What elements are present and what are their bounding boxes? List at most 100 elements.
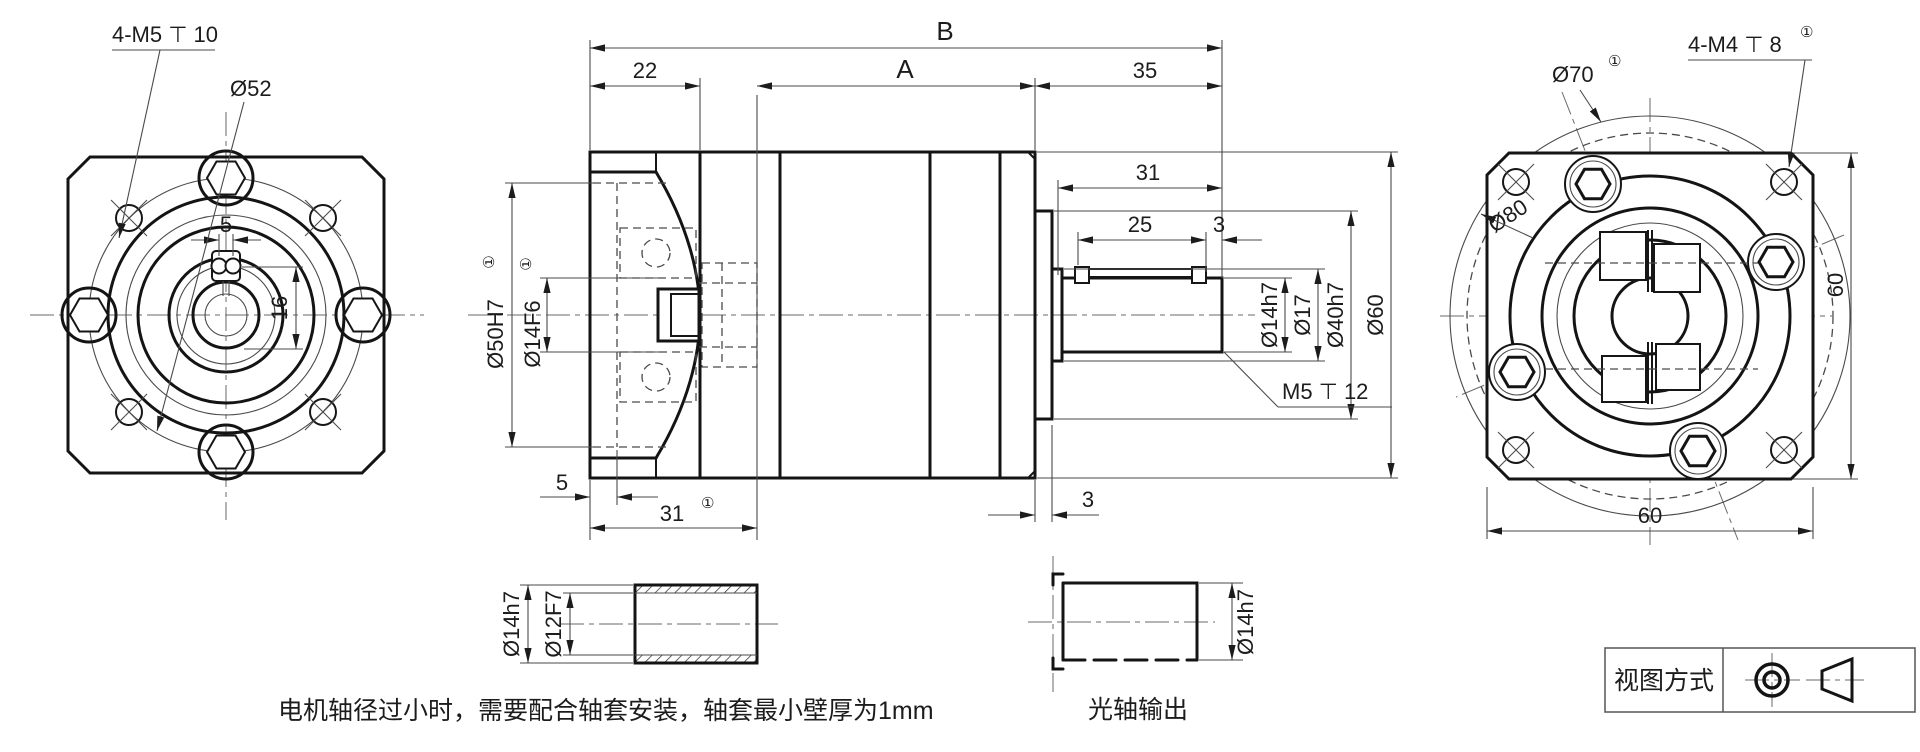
dim-input-length: 22 (590, 58, 701, 150)
dim-flange-height: 60 (1793, 152, 1858, 480)
dim-flange-width: 60 (1486, 487, 1814, 539)
dim-body-length: A (756, 54, 1036, 540)
flange-chamfer (1027, 470, 1036, 479)
dia-label: Ø40h7 (1323, 282, 1348, 348)
flange-chamfer (1027, 151, 1036, 160)
left-view: 5 16 4-M5 ⊤ 10 Ø52 (30, 22, 424, 520)
dim-label: 60 (1823, 273, 1848, 297)
dim-key-length: 25 (1077, 212, 1207, 272)
hex-bolt (334, 286, 392, 344)
dim-key-end: 3 (1213, 212, 1262, 244)
socket-screw (1747, 233, 1805, 291)
housing-circle (1540, 206, 1760, 426)
dia-label: Ø14h7 (1233, 589, 1258, 655)
dim-label: 16 (267, 296, 292, 320)
shaft-detail-caption: 光轴输出 (1088, 696, 1188, 724)
box-border (1604, 647, 1916, 713)
first-angle-projection-icon (1745, 653, 1864, 707)
dim-face-depth: 5 (540, 450, 658, 540)
sleeve-outline (633, 583, 759, 665)
tapped-hole (304, 199, 342, 237)
note-sup: ① (1800, 24, 1813, 41)
corner-hole (1765, 431, 1803, 469)
corner-hole (1497, 163, 1535, 201)
corner-hole (1497, 431, 1535, 469)
sleeve-wall-hatch (636, 655, 756, 662)
dim-label: 35 (1133, 58, 1157, 83)
dim-shaft-length: 31 (1057, 160, 1222, 275)
dim-sleeve-inner: Ø12F7 (541, 590, 633, 658)
dia-label: Ø52 (230, 76, 272, 101)
dim-slot-width: 5 (191, 212, 261, 256)
dim-input-pilot: Ø50H7 ① (481, 182, 600, 448)
thread-label: 4-M4 ⊤ 8 (1688, 32, 1782, 57)
bolt-circle-hidden (1466, 132, 1834, 500)
corner-hole (1765, 163, 1803, 201)
dim-label: 3 (1213, 212, 1225, 237)
dim-label: 25 (1128, 212, 1152, 237)
thread-callout: 4-M5 ⊤ 10 (112, 22, 218, 239)
tapped-hole (110, 393, 148, 431)
view-method-box: 视图方式 (1604, 647, 1916, 713)
inner-bore-circle (204, 293, 248, 337)
dia-label: Ø14F6 (520, 300, 545, 367)
shaft-outline (1061, 581, 1199, 662)
tapped-hole (110, 199, 148, 237)
dim-insert-depth: 31 ① (590, 495, 757, 532)
dim-label: 5 (556, 470, 568, 495)
dim-shaft-dia: Ø14h7 (1224, 277, 1292, 353)
flange-outline (66, 155, 386, 475)
dim-input-bore: Ø14F6 ① (518, 257, 660, 368)
clamp-circle (1572, 238, 1728, 394)
flange-outline (1485, 151, 1815, 481)
dim-slot-offset: 16 (242, 266, 303, 350)
dim-body-dia: Ø60 (1037, 151, 1398, 479)
clamp-slot (210, 250, 242, 296)
sleeve-wall-hatch (636, 586, 756, 593)
socket-screw (1669, 422, 1727, 480)
shaft-stub (1051, 656, 1065, 671)
view-method-label: 视图方式 (1614, 667, 1714, 695)
dim-output-length: 35 (1035, 58, 1222, 90)
dia-label: Ø17 (1290, 294, 1315, 336)
dim-shaft-detail-dia: Ø14h7 (1199, 582, 1258, 661)
hex-bolt (197, 149, 255, 207)
hex-bolt (197, 423, 255, 481)
middle-section-view: B 22 A 35 31 25 3 Ø50H7 ① (468, 16, 1398, 540)
dia-label: Ø14h7 (1257, 282, 1282, 348)
dim-sleeve-outer: Ø14h7 (499, 584, 633, 664)
circle (125, 214, 327, 416)
shaft-thread-callout: M5 ⊤ 12 (1223, 351, 1392, 408)
dim-label: B (936, 16, 953, 46)
dim-label: 31 (660, 501, 684, 526)
socket-screw (1488, 343, 1546, 401)
dim-label: 60 (1638, 503, 1662, 528)
dim-pilot-thickness: 3 (988, 425, 1099, 522)
dim-pilot-dia: Ø40h7 (1054, 210, 1358, 420)
installation-note: 电机轴径过小时，需要配合轴套安装，轴套最小壁厚为1mm (278, 697, 934, 725)
note-sup: ① (518, 257, 535, 270)
dim-label: 31 (1136, 160, 1160, 185)
dia-label: Ø50H7 (483, 299, 508, 369)
bolt-circle-callout: Ø70 ① (1552, 53, 1621, 123)
right-view: 4-M4 ⊤ 8 ① Ø70 ① Ø80 60 60 (1440, 24, 1858, 545)
note-sup: ① (701, 495, 714, 512)
socket-screw (1564, 155, 1622, 213)
dia-label: Ø14h7 (499, 591, 524, 657)
bore-circle (1610, 276, 1690, 356)
clamp-blocks (1545, 230, 1758, 404)
housing-circle (1508, 174, 1792, 458)
bell-inner-circle (136, 225, 316, 405)
shaft-stub (1051, 572, 1065, 587)
housing-outline (588, 150, 1037, 480)
dim-label: 22 (633, 58, 657, 83)
sleeve-detail: Ø14h7 Ø12F7 (499, 583, 778, 665)
thread-label: M5 ⊤ 12 (1282, 379, 1368, 404)
tapped-hole (304, 393, 342, 431)
circle (1556, 222, 1744, 410)
hex-bolt (60, 286, 118, 344)
thread-label: 4-M5 ⊤ 10 (112, 22, 218, 47)
dim-label: 3 (1082, 487, 1094, 512)
